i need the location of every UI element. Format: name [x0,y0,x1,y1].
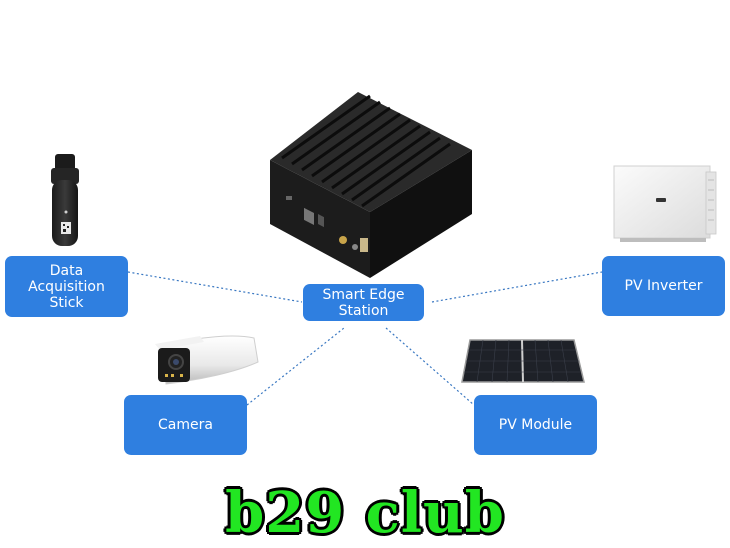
connector-pv-module [385,327,475,406]
pv-inverter-label: PV Inverter [624,278,703,294]
node-camera: Camera [124,395,247,455]
node-data-stick-line-2: Acquisition [28,278,105,295]
connector-pv-inverter [431,271,603,303]
connector-data-stick [127,271,303,303]
watermark-text: b29 club [225,480,505,546]
pv-inverter-icon [613,165,717,242]
pv-module-label: PV Module [498,417,573,433]
hub-label: Smart Edge Station [322,286,405,319]
connector-lines [127,271,603,406]
data-acquisition-stick-icon [51,154,79,246]
node-pv-module: PV Module [474,395,597,455]
node-smart-edge-station: Smart Edge Station [303,284,424,321]
camera-label: Camera [158,417,213,433]
edge-station-device-icon [270,92,472,278]
pv-module-icon [461,339,585,383]
connector-camera [246,327,345,406]
node-data-stick-line-3: Stick [49,294,84,311]
node-pv-inverter: PV Inverter [602,256,725,316]
node-data-stick-line-1: Data [49,262,84,279]
camera-icon [155,335,259,385]
node-data-acquisition-stick: Data Acquisition Stick [5,256,128,317]
